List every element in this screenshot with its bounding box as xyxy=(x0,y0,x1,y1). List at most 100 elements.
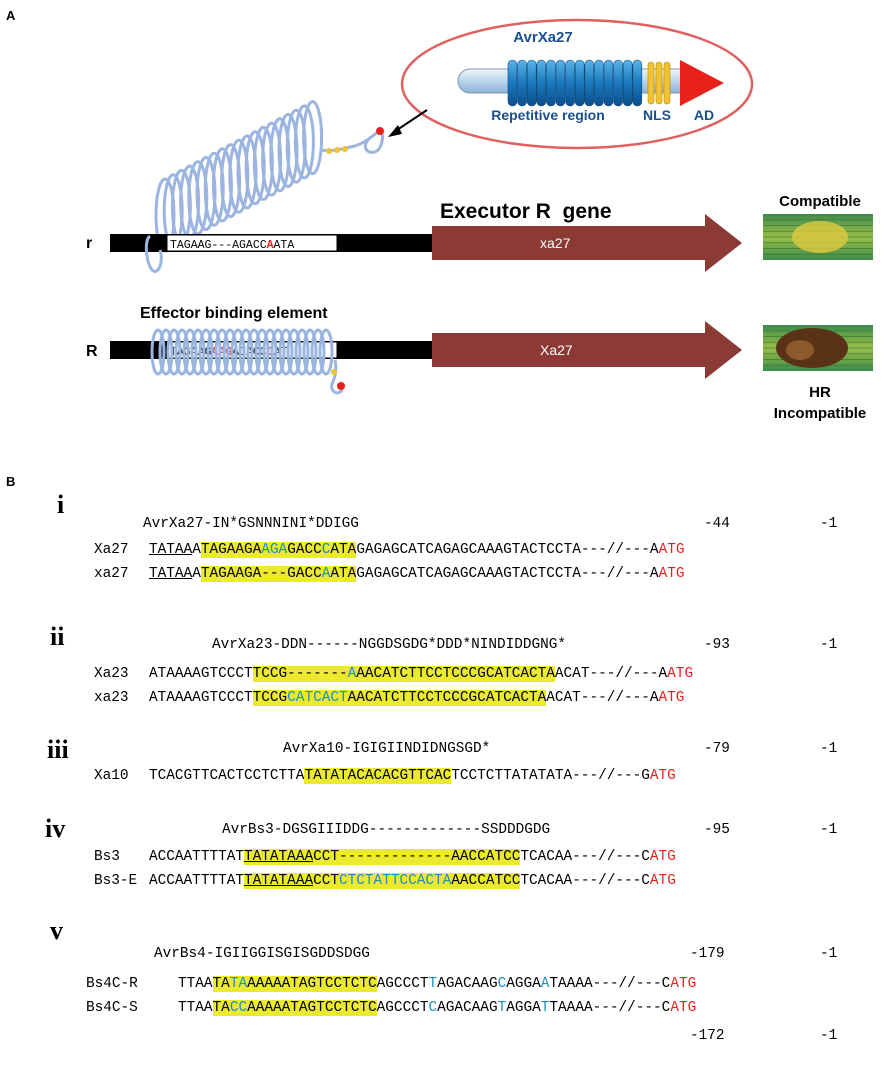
position-marker: -1 xyxy=(820,741,838,757)
helix-turn xyxy=(222,328,238,376)
panel-b-label: B xyxy=(6,474,16,489)
position-marker: -93 xyxy=(704,637,730,653)
effector-rvd-line: AvrXa23-DDN------NGGDSGDG*DDD*NINDIDDGNG… xyxy=(212,637,567,653)
position-marker: -95 xyxy=(704,822,730,838)
sequence-segment: ACCAATTTTAT xyxy=(149,849,244,865)
repeat-unit xyxy=(603,59,614,107)
helix-turn xyxy=(302,100,324,176)
label-nls: NLS xyxy=(643,107,671,123)
sequence-segment: AGCCCT xyxy=(376,976,429,992)
sequence-segment: TCACAA---//---C xyxy=(520,873,650,889)
position-marker: -172 xyxy=(690,1028,725,1044)
sequence-segment: TTAA xyxy=(178,1000,213,1016)
sequence-segment: TA xyxy=(229,976,248,992)
repeat-unit xyxy=(526,59,537,107)
sequence-segment: GACC xyxy=(287,542,322,558)
tale-helix-lower xyxy=(150,328,334,376)
sequence-segment: ATG xyxy=(649,849,676,865)
tale-helix-upper xyxy=(154,100,324,253)
sequence-segment: TAGAAGA xyxy=(200,542,262,558)
allele-r-label: r xyxy=(86,235,92,252)
sequence-segment: CATCACT xyxy=(287,690,348,706)
helix-turn xyxy=(182,328,198,376)
sequence-segment: ATA xyxy=(330,566,357,582)
sequence-segment: AACATCTTCCTCCCGCATCACTA xyxy=(356,666,555,682)
sequence-row: TATAAATAGAAGAAGAGACCCATAGAGAGCATCAGAGCAA… xyxy=(149,541,685,559)
sequence-segment: ATG xyxy=(658,690,685,706)
nls-unit xyxy=(655,61,663,105)
gene-name: Xa27 xyxy=(94,542,129,558)
callout-arrow-head xyxy=(388,125,402,137)
sequence-segment: AGCCCT xyxy=(376,1000,429,1016)
panel-a-label: A xyxy=(6,8,16,23)
repeat-unit xyxy=(622,59,633,107)
position-marker: -179 xyxy=(690,946,725,962)
sequence-segment: A xyxy=(540,976,550,992)
sequence-segment: C xyxy=(428,1000,438,1016)
sequence-row: TTAATACCAAAAATAGTCCTCTCAGCCCTCAGACAAGTAG… xyxy=(178,999,696,1017)
repeat-unit xyxy=(507,59,518,107)
tale-nls-dot-3 xyxy=(342,146,348,152)
sequence-row: TCACGTTCACTCCTCTTATATATACACACGTTCACTCCTC… xyxy=(149,767,676,785)
tale-helix-base-r xyxy=(144,234,163,273)
phenotype-incompatible: Incompatible xyxy=(774,405,867,422)
position-marker: -1 xyxy=(820,1028,838,1044)
gene-name: Bs4C-S xyxy=(86,1000,138,1016)
helix-turn xyxy=(150,328,166,376)
tale-lower-ad-dot xyxy=(337,382,345,390)
sequence-segment: AACCATCC xyxy=(451,873,521,889)
repeat-unit xyxy=(546,59,556,107)
section-numeral: iv xyxy=(45,814,66,843)
sequence-segment: AAAAATAGTCCTCTC xyxy=(247,976,377,992)
sequence-segment: GAGAGCATCAGAGCAAAGTACTCCTA---//---A xyxy=(356,566,659,582)
sequence-row: TTAATATAAAAAATAGTCCTCTCAGCCCTTAGACAAGCAG… xyxy=(178,975,696,993)
allele-R-label: R xyxy=(86,343,98,360)
nls-unit xyxy=(663,61,671,105)
sequence-segment: AGACAAG xyxy=(437,976,498,992)
position-marker: -1 xyxy=(820,637,838,653)
sequence-segment: ATG xyxy=(658,542,685,558)
nls-unit xyxy=(647,61,655,105)
sequence-segment: AGACAAG xyxy=(437,1000,498,1016)
sequence-segment: TTAA xyxy=(178,976,213,992)
sequence-segment: A xyxy=(347,666,357,682)
repeat-unit xyxy=(584,59,595,107)
section-numeral: iii xyxy=(47,735,69,764)
sequence-segment: TAGAAGA---GACC xyxy=(200,566,322,582)
sequence-segment: C xyxy=(497,976,507,992)
leaf-hr-lesion-center xyxy=(786,340,814,360)
sequence-segment: T xyxy=(540,1000,550,1016)
effector-rvd-line: AvrBs3-DGSGIIIDDG-------------SSDDDGDG xyxy=(222,822,551,838)
helix-turn xyxy=(294,328,310,376)
repeat-unit xyxy=(613,59,623,107)
sequence-segment: ACCAATTTTAT xyxy=(149,873,244,889)
position-marker: -1 xyxy=(820,822,838,838)
gene-name: Bs4C-R xyxy=(86,976,138,992)
tale-ad-dot xyxy=(376,127,384,135)
helix-turn xyxy=(302,328,318,376)
sequence-segment: T xyxy=(428,976,438,992)
activation-domain-triangle xyxy=(680,60,724,106)
sequence-row: TATAAATAGAAGA---GACCAATAGAGAGCATCAGAGCAA… xyxy=(149,565,684,583)
repeat-unit xyxy=(632,59,643,107)
effector-rvd-line: AvrXa10-IGIGIINDIDNGSGD* xyxy=(283,741,491,757)
repeat-unit xyxy=(517,59,527,107)
sequence-segment: GAGAGCATCAGAGCAAAGTACTCCTA---//---A xyxy=(356,542,659,558)
effector-rvd-line: AvrBs4-IGIIGGISGISGDDSDGG xyxy=(154,946,370,962)
sequence-segment: AGA xyxy=(261,542,288,558)
helix-turn xyxy=(262,328,278,376)
sequence-segment: CTCTATTCCACTA xyxy=(339,873,452,889)
helix-turn xyxy=(238,328,254,376)
helix-turn xyxy=(174,328,190,376)
repeat-unit xyxy=(594,59,604,107)
sequence-segment: ATG xyxy=(649,768,676,784)
phenotype-compatible: Compatible xyxy=(779,193,861,210)
label-repetitive-region: Repetitive region xyxy=(491,107,605,123)
gene-name: xa27 xyxy=(94,566,129,582)
helix-turn xyxy=(166,328,182,376)
panel-a-diagram: AvrXa27 Repetitive region NLS AD r TAGAA… xyxy=(86,18,873,422)
gene-arrow-R xyxy=(432,321,742,379)
sequence-segment: TCCG------- xyxy=(252,666,348,682)
sequence-row: ACCAATTTTATTATATAAACCTCTCTATTCCACTAAACCA… xyxy=(149,872,676,890)
helix-turn xyxy=(293,104,315,180)
